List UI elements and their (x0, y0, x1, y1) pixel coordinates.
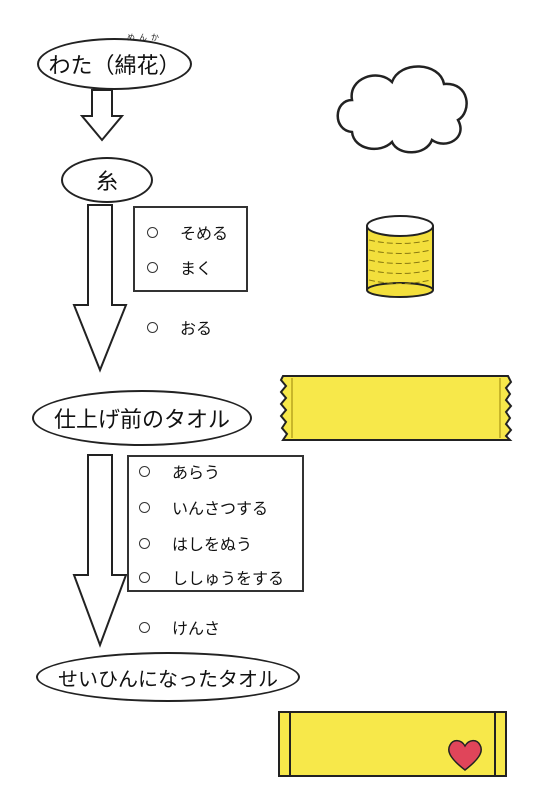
step-circle-icon (147, 226, 158, 238)
step-dye: そめる (147, 220, 228, 244)
step-label: あらう (172, 463, 221, 482)
step-circle-icon (139, 501, 150, 513)
step-label: そめる (180, 224, 229, 243)
step-circle-icon (139, 465, 150, 477)
step-circle-icon (139, 621, 150, 633)
cotton-ruby: めんか (127, 33, 163, 42)
node-thread: 糸 (61, 157, 153, 203)
step-label: けんさ (172, 619, 221, 638)
step-inspect: けんさ (139, 615, 220, 639)
node-cotton-label: わた（綿花） (48, 54, 181, 79)
heart-icon (448, 739, 482, 771)
step-wind: まく (147, 255, 212, 279)
node-unfinished-towel-label: 仕上げ前のタオル (53, 408, 230, 433)
node-finished-towel: せいひんになったタオル (36, 652, 300, 702)
steps-box-1 (133, 206, 248, 292)
step-circle-icon (139, 571, 150, 583)
arrow-cotton-to-thread (79, 89, 125, 142)
step-label: おる (180, 319, 213, 338)
steps-box-2 (127, 455, 304, 592)
step-print: いんさつする (139, 495, 268, 519)
step-wash: あらう (139, 459, 220, 483)
node-thread-label: 糸 (95, 170, 118, 195)
node-unfinished-towel: 仕上げ前のタオル (32, 390, 252, 446)
step-sew-edges: はしをぬう (139, 531, 252, 555)
step-label: ししゅうをする (172, 569, 285, 588)
towel-finished-icon (278, 711, 507, 777)
step-embroider: ししゅうをする (139, 565, 284, 589)
arrow-unfinished-to-finished (72, 454, 128, 648)
node-finished-towel-label: せいひんになったタオル (58, 666, 278, 691)
towel-unfinished-icon (279, 375, 513, 441)
step-weave: おる (147, 315, 212, 339)
step-circle-icon (147, 321, 158, 333)
node-cotton: わた（綿花） (37, 38, 192, 90)
arrow-thread-to-unfinished (72, 204, 128, 373)
step-circle-icon (147, 261, 158, 273)
step-label: はしをぬう (172, 535, 253, 554)
step-label: いんさつする (172, 499, 269, 518)
step-circle-icon (139, 537, 150, 549)
thread-spool-icon (366, 215, 434, 298)
cotton-cloud-icon (336, 65, 468, 154)
step-label: まく (180, 259, 213, 278)
